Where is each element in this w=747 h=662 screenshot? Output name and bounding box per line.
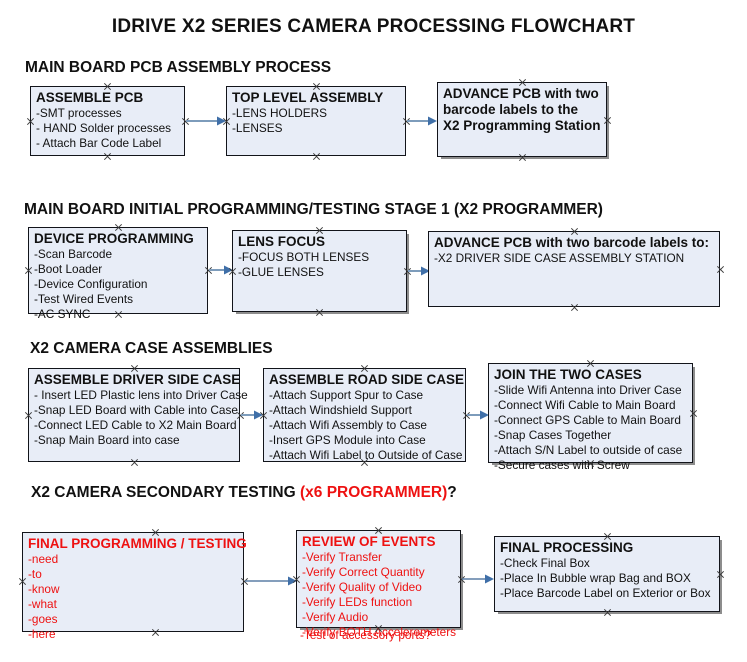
- box-line: -know: [28, 582, 60, 596]
- box-assemble-driver-side-case[interactable]: ASSEMBLE DRIVER SIDE CASE - Insert LED P…: [28, 368, 248, 462]
- section-heading-x2-camera-case-assemblies: X2 CAMERA CASE ASSEMBLIES: [30, 340, 273, 358]
- section-heading-suffix: ?: [447, 484, 457, 501]
- box-line: -Attach Wifi Label to Outside of Case: [269, 448, 463, 462]
- box-line: -Secure cases with Screw: [494, 458, 630, 472]
- box-line: - HAND Solder processes: [36, 121, 172, 135]
- box-title: JOIN THE TWO CASES: [494, 367, 642, 382]
- box-line: -Attach Wifi Assembly to Case: [269, 418, 427, 432]
- box-line: -what: [28, 597, 57, 611]
- box-assemble-road-side-case[interactable]: ASSEMBLE ROAD SIDE CASE -Attach Support …: [263, 368, 466, 462]
- box-line: -Test Wired Events: [34, 292, 133, 306]
- box-lens-focus[interactable]: LENS FOCUS -FOCUS BOTH LENSES -GLUE LENS…: [232, 230, 407, 312]
- box-line: - Insert LED Plastic lens into Driver Ca…: [34, 388, 248, 402]
- arrow-connector: [407, 116, 437, 126]
- box-advance-pcb-programming-station[interactable]: ADVANCE PCB with two barcode labels to t…: [437, 82, 607, 157]
- box-title: ADVANCE PCB with two barcode labels to:: [434, 235, 710, 250]
- box-title: REVIEW OF EVENTS: [302, 534, 436, 549]
- box-line: -SMT processes: [36, 106, 122, 120]
- box-title: FINAL PROCESSING: [500, 540, 634, 555]
- box-line: -LENSES: [232, 121, 283, 135]
- box-line: -Attach S/N Label to outside of case: [494, 443, 683, 457]
- box-title: barcode labels to the: [443, 102, 579, 117]
- box-line: -Slide Wifi Antenna into Driver Case: [494, 383, 682, 397]
- box-line: -Snap Cases Together: [494, 428, 612, 442]
- box-title: LENS FOCUS: [238, 234, 326, 249]
- box-final-processing[interactable]: FINAL PROCESSING -Check Final Box -Place…: [494, 536, 720, 612]
- box-line: -GLUE LENSES: [238, 265, 324, 279]
- box-line: -to: [28, 567, 42, 581]
- box-title: ASSEMBLE ROAD SIDE CASE: [269, 372, 465, 387]
- box-line: -Attach Windshield Support: [269, 403, 412, 417]
- box-line: -Place In Bubble wrap Bag and BOX: [500, 571, 691, 585]
- box-final-programming-testing[interactable]: FINAL PROGRAMMING / TESTING -need -to -k…: [22, 532, 247, 641]
- box-line: -Snap Main Board into case: [34, 433, 180, 447]
- section-heading-text: X2 CAMERA CASE ASSEMBLIES: [30, 340, 273, 357]
- box-line: -Connect GPS Cable to Main Board: [494, 413, 681, 427]
- arrow-connector: [462, 574, 494, 584]
- section-heading-text: MAIN BOARD INITIAL PROGRAMMING/TESTING S…: [24, 201, 603, 218]
- box-line: -Connect LED Cable to X2 Main Board: [34, 418, 237, 432]
- box-line: -AC SYNC: [34, 307, 91, 321]
- box-line: -Device Configuration: [34, 277, 148, 291]
- box-line: - Attach Bar Code Label: [36, 136, 162, 150]
- box-join-the-two-cases[interactable]: JOIN THE TWO CASES -Slide Wifi Antenna i…: [488, 363, 693, 472]
- box-line: -Snap LED Board with Cable into Case: [34, 403, 238, 417]
- box-line: -need: [28, 552, 59, 566]
- page-title: IDRIVE X2 SERIES CAMERA PROCESSING FLOWC…: [111, 16, 636, 37]
- arrow-connector: [209, 265, 233, 275]
- box-line: -Verify Quality of Video: [302, 580, 422, 594]
- section-heading-x2-camera-secondary-testing: X2 CAMERA SECONDARY TESTING (x6 PROGRAMM…: [31, 484, 457, 502]
- box-line: -goes: [28, 612, 58, 626]
- box-line: -FOCUS BOTH LENSES: [238, 250, 370, 264]
- box-advance-pcb-driver-side-station[interactable]: ADVANCE PCB with two barcode labels to: …: [428, 231, 720, 307]
- box-assemble-pcb[interactable]: ASSEMBLE PCB -SMT processes - HAND Solde…: [30, 86, 185, 156]
- arrow-connector: [245, 576, 297, 586]
- box-line: -Check Final Box: [500, 556, 590, 570]
- section-heading-main-board-pcb-assembly: MAIN BOARD PCB ASSEMBLY PROCESS: [25, 59, 331, 77]
- box-title: ADVANCE PCB with two: [443, 86, 599, 101]
- section-heading-main-board-initial-programming: MAIN BOARD INITIAL PROGRAMMING/TESTING S…: [24, 201, 603, 219]
- arrow-connector: [408, 266, 430, 276]
- box-device-programming[interactable]: DEVICE PROGRAMMING -Scan Barcode -Boot L…: [28, 227, 208, 321]
- box-line: -Verify BOTH Accelerometers: [302, 625, 457, 639]
- arrow-connector: [467, 410, 489, 420]
- box-line: -LENS HOLDERS: [232, 106, 328, 120]
- box-line: -Verify Transfer: [302, 550, 382, 564]
- section-heading-accent: (x6 PROGRAMMER): [300, 484, 448, 501]
- box-title: X2 Programming Station: [443, 118, 601, 133]
- box-title: DEVICE PROGRAMMING: [34, 231, 194, 246]
- box-line: -Connect Wifi Cable to Main Board: [494, 398, 676, 412]
- arrow-connector: [241, 410, 263, 420]
- box-title: FINAL PROGRAMMING / TESTING: [28, 536, 247, 551]
- box-title: ASSEMBLE PCB: [36, 90, 144, 105]
- section-heading-text: MAIN BOARD PCB ASSEMBLY PROCESS: [25, 59, 332, 76]
- box-line: -Scan Barcode: [34, 247, 113, 261]
- box-line: -Verify LEDs function: [302, 595, 413, 609]
- box-line-overflow: -Test of accessory ports?: [300, 628, 432, 642]
- box-line: -here: [28, 627, 56, 641]
- box-line: -Attach Support Spur to Case: [269, 388, 424, 402]
- box-line: -Verify Audio: [302, 610, 369, 624]
- box-line: -Insert GPS Module into Case: [269, 433, 426, 447]
- box-line: -X2 DRIVER SIDE CASE ASSEMBLY STATION: [434, 251, 685, 265]
- box-line: -Place Barcode Label on Exterior or Box: [500, 586, 711, 600]
- section-heading-text: X2 CAMERA SECONDARY TESTING: [31, 484, 300, 501]
- box-top-level-assembly[interactable]: TOP LEVEL ASSEMBLY -LENS HOLDERS -LENSES: [226, 86, 406, 156]
- box-review-of-events[interactable]: REVIEW OF EVENTS -Verify Transfer -Verif…: [296, 530, 461, 639]
- box-title: TOP LEVEL ASSEMBLY: [232, 90, 384, 105]
- box-title: ASSEMBLE DRIVER SIDE CASE: [34, 372, 241, 387]
- box-line: -Boot Loader: [34, 262, 103, 276]
- box-line: -Verify Correct Quantity: [302, 565, 425, 579]
- arrow-connector: [186, 116, 226, 126]
